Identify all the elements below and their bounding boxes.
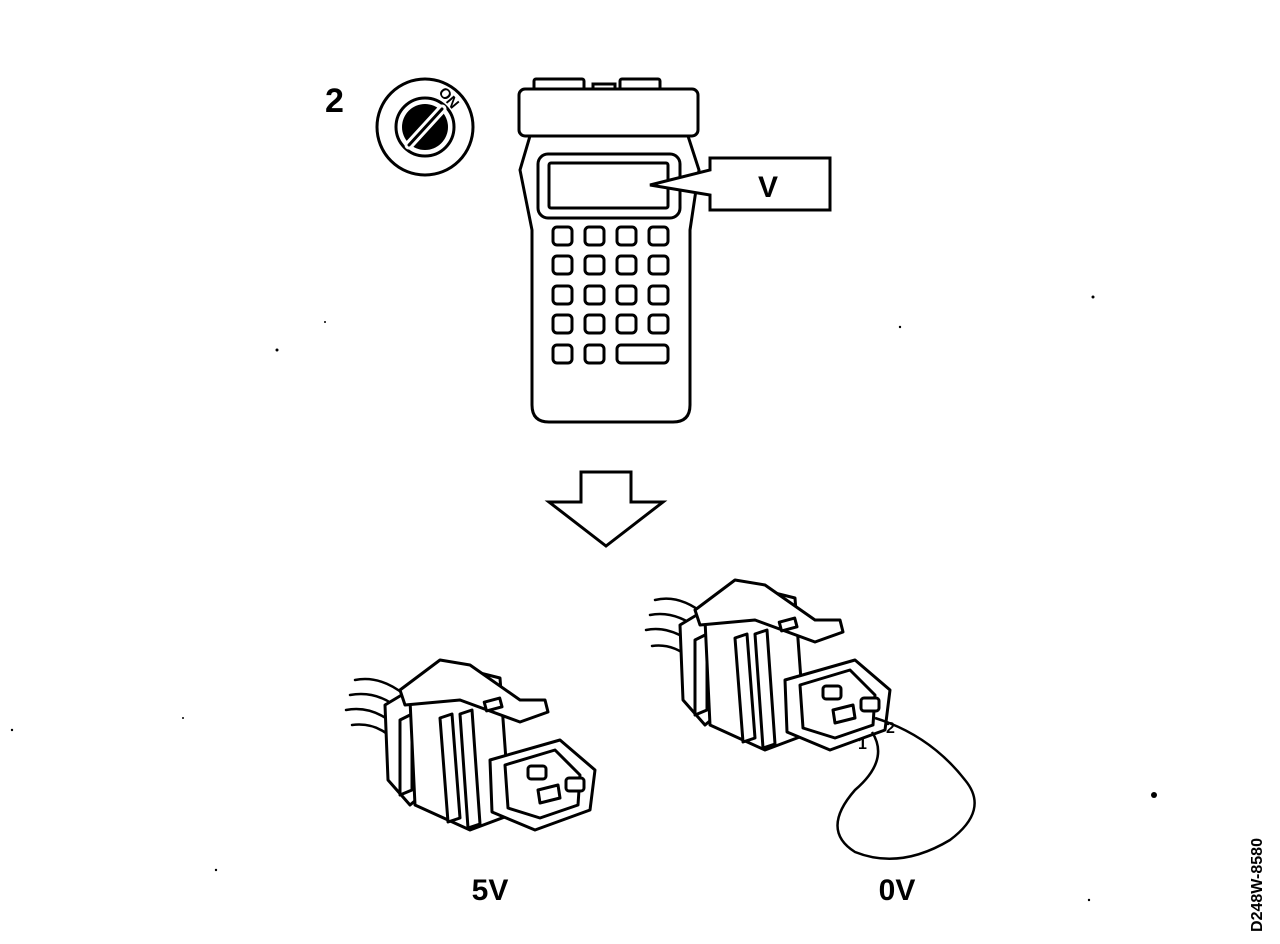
pin-label-1: 1 — [858, 736, 867, 753]
hand-held-tester — [517, 77, 701, 424]
display-callout: V — [649, 156, 832, 212]
figure-code: D248W-8580 — [1249, 838, 1266, 932]
step-number: 2 — [325, 82, 344, 120]
connector-0v-jumpered: 1 2 — [644, 578, 976, 860]
pin-label-2: 2 — [886, 720, 895, 737]
jumper-wire — [836, 716, 976, 860]
reading-label-5v: 5V — [472, 874, 509, 907]
connector-5v — [344, 658, 597, 832]
callout-voltage-unit: V — [758, 171, 778, 204]
scan-specks — [10, 295, 1157, 902]
ignition-switch-icon: ON — [375, 77, 475, 177]
down-arrow-icon — [544, 470, 668, 548]
reading-label-0v: 0V — [879, 874, 916, 907]
